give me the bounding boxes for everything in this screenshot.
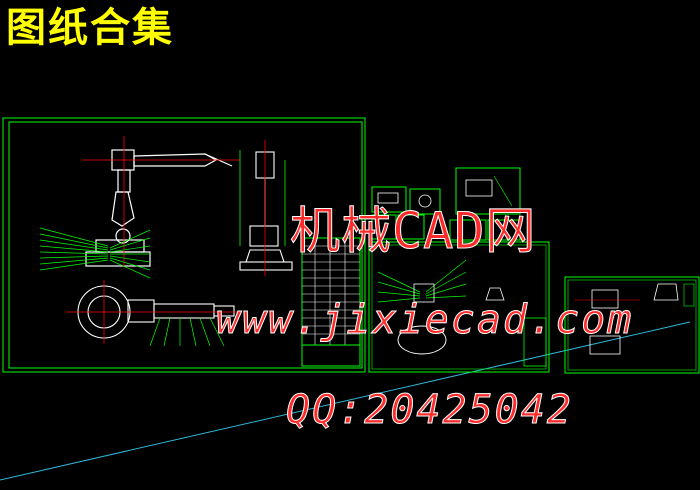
drawing-sheet-small-4 — [371, 214, 521, 241]
drawing-sheet-middle — [368, 241, 550, 373]
drawing-sheet-main — [2, 117, 366, 373]
drawing-sheet-small-3 — [455, 167, 521, 215]
drawing-sheet-small-2 — [409, 188, 441, 215]
drawing-sheet-right — [564, 276, 700, 374]
page-title: 图纸合集 — [6, 5, 174, 51]
watermark-site-name: 机械CAD网 — [289, 202, 537, 260]
drawing-sheet-small-1 — [371, 186, 407, 213]
watermark-qq: QQ:20425042 — [286, 387, 573, 433]
watermark-url: www.jixiecad.com — [215, 297, 634, 343]
construction-line — [0, 321, 691, 481]
